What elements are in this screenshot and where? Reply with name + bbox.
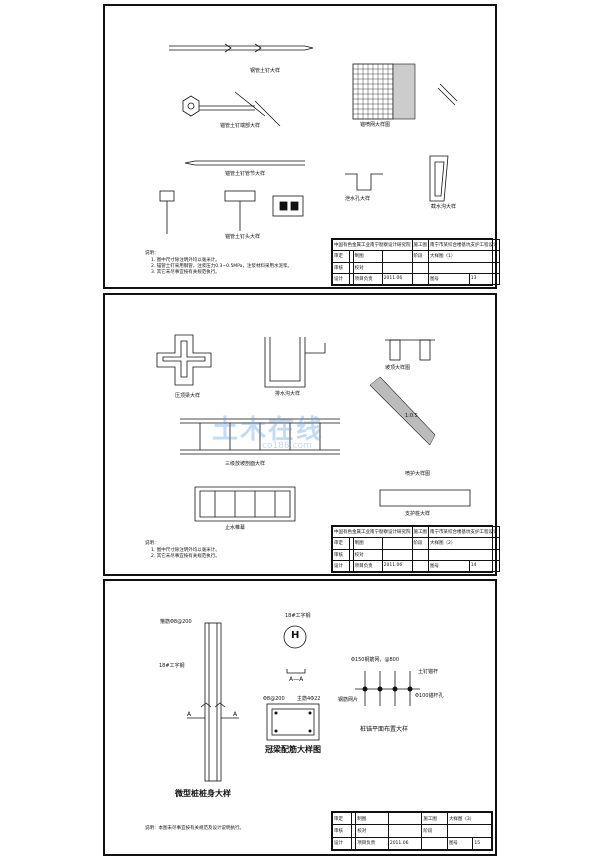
drawing-sheet-2: 压顶梁大样 排水沟大样 三级放坡剖面大样 止水帷幕 喷护大样图 坡顶大样图 支护… [103, 293, 500, 576]
tb1-date: 2011.06 [381, 272, 413, 286]
drawing-sheet-3: 箍筋Φ8@200 18#工字钢 18#工字钢 H A—A A A 微型桩桩身大样… [103, 579, 497, 856]
label-cap-f: 坡顶大样图 [385, 365, 411, 371]
label-anchor-b: 土钉锚杆 [418, 669, 439, 675]
tb1-draw: 制图 [352, 250, 383, 263]
label-rebar-a: 箍筋Φ8@200 [160, 619, 192, 625]
label-cap-c: 三级放坡剖面大样 [225, 461, 266, 467]
tb2-check: 审核 [332, 548, 350, 561]
label-section: A—A [289, 676, 304, 683]
tb3-title: 大样图（3） [446, 811, 493, 826]
sheet-2-drawings [156, 334, 471, 522]
tb1-project: 南宁市某综合楼基坑支护工程设计 [428, 238, 500, 252]
tb1-stage: 施工图 [411, 238, 429, 252]
label-plan-title: 桩锚平面布置大样 [360, 726, 409, 733]
label-cap-b: 排水沟大样 [275, 391, 301, 397]
label-pile-title: 微型桩桩身大样 [175, 789, 231, 798]
tb2-leader: 项目负责 [352, 559, 383, 573]
label-cut-b: A [233, 711, 238, 718]
label-anchor-c: 钢筋网片 [338, 697, 359, 703]
label-cap-main: 主筋4Φ22 [297, 696, 321, 702]
tb2-company: 中国有色金属工业南宁勘察设计研究院 [332, 525, 413, 539]
label-cap-a: 压顶梁大样 [175, 393, 201, 399]
tb1-leader: 项目负责 [352, 272, 383, 286]
tb2-date: 2011.06 [381, 559, 413, 573]
tb2-no-label: 图号 [428, 559, 470, 573]
drawing-sheet-1: 钢管土钉大样 锚管土钉端部大样 锚管土钉管节大样 锚管土钉头大样 锚喷网大样图 … [103, 4, 500, 289]
watermark-sub: co188.com [262, 441, 312, 451]
label-cap-e: 喷护大样图 [405, 471, 431, 477]
tb2-proof: 校对 [352, 548, 383, 561]
label-anchor-a: Φ100锚杆孔 [415, 693, 444, 699]
label-net: 锚喷网大样图 [360, 122, 391, 128]
tb1-company: 中国有色金属工业南宁勘察设计研究院 [332, 238, 413, 252]
label-ibeam: 18#工字钢 [285, 613, 311, 619]
note-1-3: 3. 其它未尽事宜按有关规范执行。 [151, 270, 220, 275]
label-drain: 泄水孔大样 [345, 196, 371, 202]
label-head-a: 锚管土钉头大样 [225, 234, 261, 240]
tb3-no: 15 [472, 836, 492, 851]
label-cap-stirrup: Φ8@200 [263, 696, 285, 702]
tb1-proof: 校对 [352, 261, 383, 274]
label-ibeam-col: 18#工字钢 [159, 663, 185, 669]
label-cap-d: 止水帷幕 [225, 525, 246, 531]
tb1-check: 审核 [332, 261, 350, 274]
tb3-leader: 项目负责 [355, 836, 389, 851]
label-ditch: 截水沟大样 [431, 204, 457, 210]
tb2-stage: 施工图 [411, 525, 429, 539]
tb2-title: 大样图（2） [428, 537, 500, 550]
label-cut-a: A [187, 711, 192, 718]
note-2-1: 1. 图中尺寸除注明外均以毫米计。 [151, 548, 220, 553]
sheet3-note: 说明：本图未尽事宜按有关规范及设计说明执行。 [145, 826, 244, 831]
label-cap-title: 冠梁配筋大样图 [265, 745, 321, 754]
label-anchor-d: Φ150钢筋网，@800 [351, 657, 400, 663]
tb3-no-label: 图号 [446, 836, 474, 851]
sheet-3-drawings [187, 622, 420, 782]
tb3-phase: 阶段 [421, 824, 448, 838]
notes-title-1: 说明： [145, 251, 159, 256]
notes-title-2: 说明： [145, 541, 159, 546]
tb3-stage: 施工图 [421, 811, 448, 826]
tb1-no-label: 图号 [428, 272, 470, 286]
label-cap-g: 支护桩大样 [405, 511, 431, 517]
tb2-no: 14 [468, 559, 500, 573]
tb1-review: 审定 [332, 250, 350, 263]
label-pile-tip-a: 钢管土钉大样 [250, 68, 281, 74]
note-2-2: 2. 其它未尽事宜按有关规范执行。 [151, 554, 220, 559]
tb2-review: 审定 [332, 537, 350, 550]
note-1-1: 1. 图中尺寸除注明外均以毫米计。 [151, 258, 220, 263]
tb3-review: 审定 [332, 811, 352, 826]
tb2-project: 南宁市某综合楼基坑支护工程设计 [428, 525, 500, 539]
label-pile-tip-c: 锚管土钉管节大样 [225, 171, 266, 177]
tb3-proof: 校对 [355, 824, 389, 838]
ibeam-symbol: H [291, 630, 300, 641]
tb3-design: 设计 [332, 836, 352, 851]
sheet-1-drawings [159, 43, 458, 234]
tb1-title: 大样图（1） [428, 250, 500, 263]
tb2-design: 设计 [332, 559, 350, 573]
tb3-draw: 制图 [355, 811, 389, 826]
tb1-design: 设计 [332, 272, 350, 286]
tb3-date: 2011.06 [387, 836, 423, 851]
title-block-1: 中国有色金属工业南宁勘察设计研究院施工图南宁市某综合楼基坑支护工程设计 审定制图… [331, 238, 500, 286]
tb2-draw: 制图 [352, 537, 383, 550]
label-dim: 1:0.5 [405, 413, 418, 419]
watermark: 土木在线 [212, 415, 325, 445]
title-block-2: 中国有色金属工业南宁勘察设计研究院施工图南宁市某综合楼基坑支护工程设计 审定制图… [331, 525, 500, 573]
tb1-phase: 阶段 [411, 250, 429, 263]
label-pile-tip-b: 锚管土钉端部大样 [220, 123, 261, 129]
tb3-check: 审核 [332, 824, 352, 838]
note-1-2: 2. 锚管土钉采用钢管，注浆压力0.3~0.5MPa，注浆材料采用水泥浆。 [151, 264, 292, 269]
tb2-phase: 阶段 [411, 537, 429, 550]
tb1-no: 13 [468, 272, 500, 286]
